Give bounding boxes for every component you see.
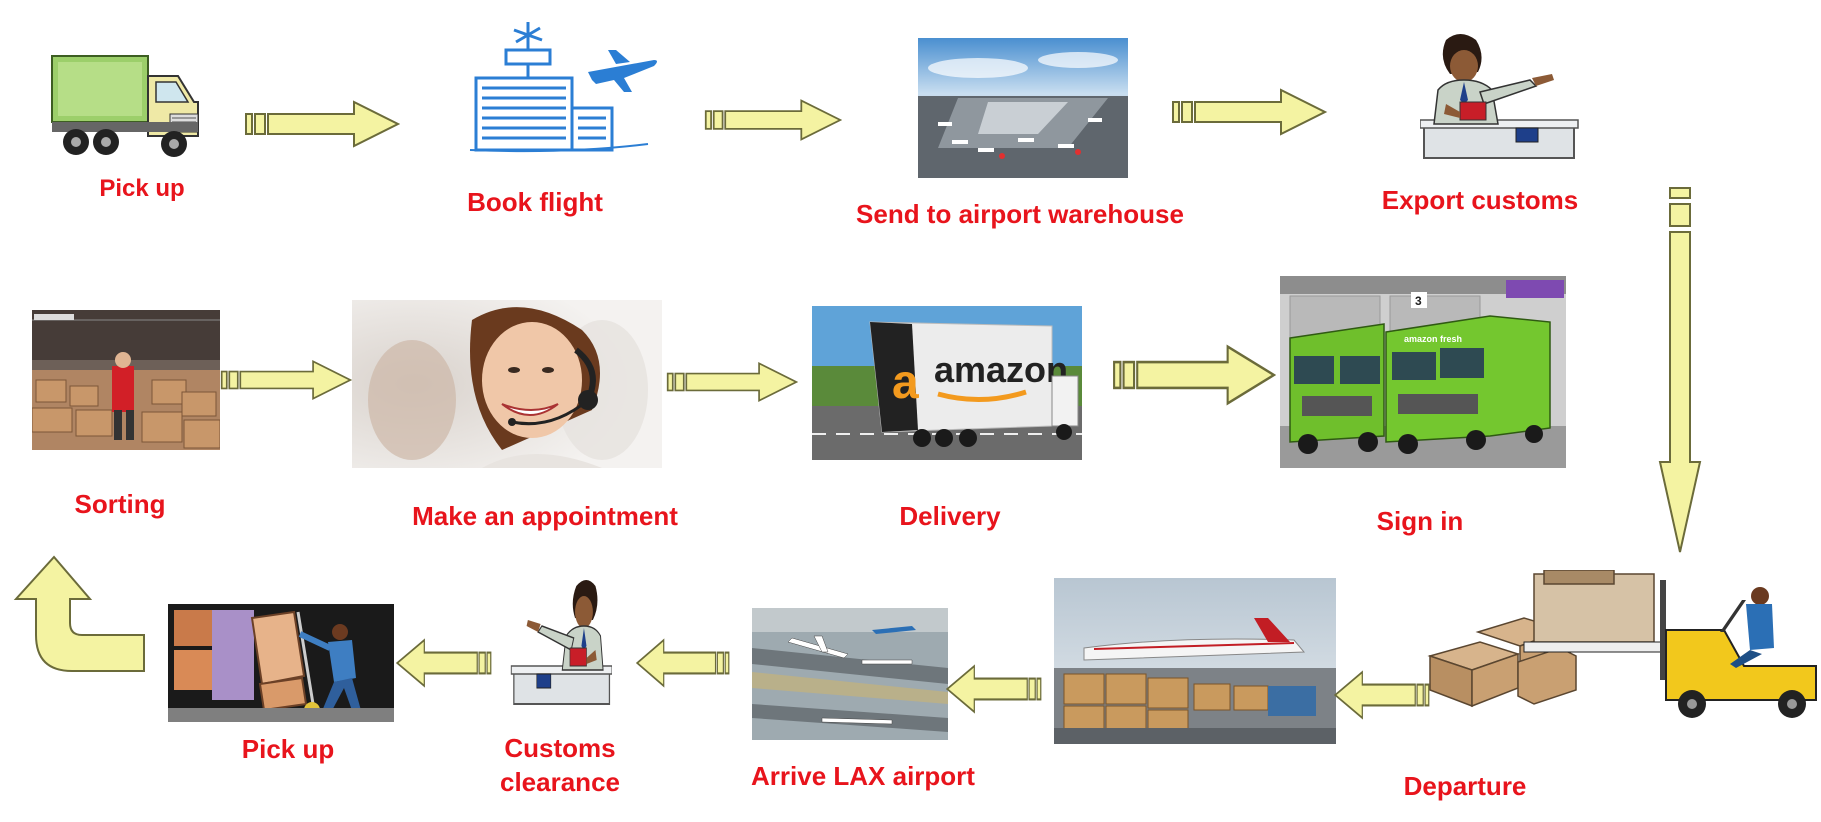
flow-arrow-right [1168,88,1330,136]
amazon-fresh-vans-photo: 3 amazon fresh [1280,276,1566,468]
flow-arrow-left [636,638,730,688]
flow-arrow-right [220,356,352,404]
step-label-departure: Departure [1403,771,1527,801]
warehouse-sorting-photo [32,310,220,450]
step-label-sign-in: Sign in [1376,506,1464,536]
step-label-pick-up-end: Pick up [241,734,335,764]
airport-aerial-photo [918,38,1128,178]
amazon-fresh-van-text: amazon fresh [1404,334,1462,344]
handtruck-worker-icon [168,604,394,722]
step-label-make-appointment: Make an appointment [412,501,678,531]
step-label-pick-up-start: Pick up [99,175,185,202]
step-label-sorting: Sorting [74,489,166,519]
amazon-truck-photo: a amazon [812,306,1082,460]
step-label-export-customs: Export customs [1381,185,1579,215]
flow-arrow-left [1334,670,1430,720]
cargo-loading-photo [1054,578,1336,744]
amazon-logo-a: a [892,356,919,409]
dock-number-text: 3 [1415,294,1422,308]
flow-arrow-right [704,96,842,144]
step-label-send-to-warehouse: Send to airport warehouse [856,199,1184,229]
flow-arrow-return [8,555,146,673]
flow-arrow-left [396,638,492,688]
customs-officer-icon [496,576,612,708]
customs-officer-icon [1420,30,1602,162]
amazon-trailer-text: amazon [934,349,1068,390]
step-label-book-flight: Book flight [467,187,603,217]
flow-arrow-right [244,100,400,148]
call-center-agent-photo [352,300,662,468]
step-label-arrive-lax: Arrive LAX airport [751,761,975,791]
airport-tower-icon [468,20,660,160]
flow-arrow-right [666,358,798,406]
step-label-customs-clearance: Customs clearance [500,733,620,797]
flow-arrow-left [946,664,1042,714]
flow-arrow-down [1656,186,1704,558]
step-label-delivery: Delivery [899,501,1001,531]
truck-icon [48,52,204,164]
flow-arrow-right [1112,344,1276,406]
airport-runway-photo [752,608,948,740]
forklift-icon [1424,570,1820,722]
